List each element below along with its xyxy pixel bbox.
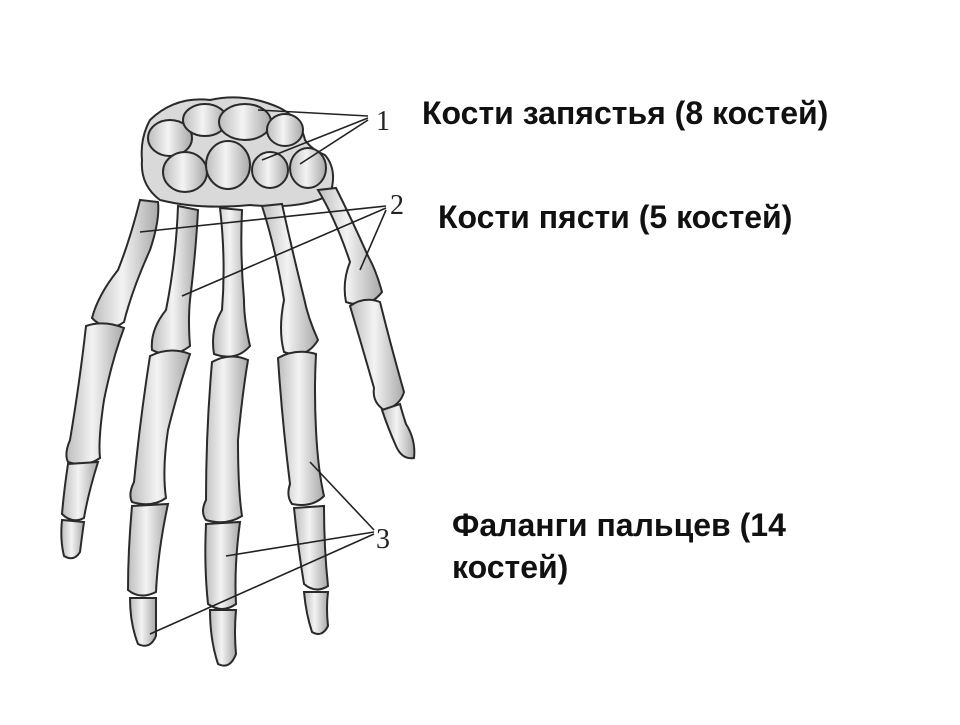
marker-1: 1	[376, 106, 390, 137]
leader-line-2b	[181, 207, 387, 297]
leader-line-2c	[359, 209, 387, 271]
leader-line-3a	[309, 461, 375, 531]
marker-3: 3	[376, 524, 390, 555]
metacarpal-bones-caption: Кости пясти (5 костей)	[438, 199, 793, 235]
leader-line-3c	[149, 533, 375, 635]
leader-line-1b	[261, 117, 369, 161]
leader-line-1c	[299, 119, 369, 165]
leader-line-3b	[225, 531, 375, 557]
carpal-bones	[140, 96, 335, 208]
leader-line-1a	[257, 109, 369, 117]
marker-2: 2	[390, 190, 404, 221]
ring-finger-phalanges	[202, 355, 250, 667]
thumb-phalanges	[348, 298, 416, 460]
leader-lines	[139, 109, 387, 635]
index-finger-phalanges	[60, 322, 126, 560]
middle-finger-phalanges	[126, 349, 192, 647]
carpal-bones-caption: Кости запястья (8 костей)	[422, 95, 829, 131]
leader-line-2a	[139, 205, 387, 233]
phalanges-caption: Фаланги пальцев (14 костей)	[452, 507, 786, 585]
fourth-finger-phalanges	[276, 350, 330, 635]
